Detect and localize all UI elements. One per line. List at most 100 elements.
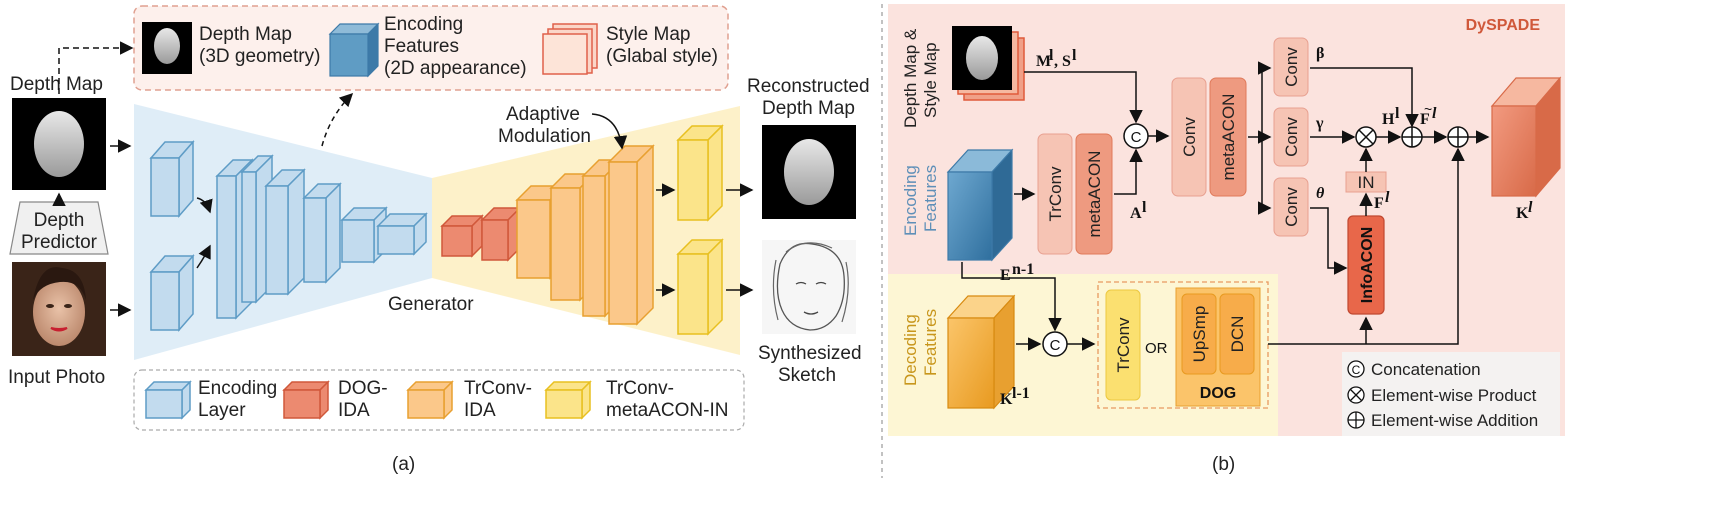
legend-encoding-features-label-2: Features xyxy=(384,36,459,57)
concat-circle-top: C xyxy=(1123,123,1149,149)
legend-depth-map-label: Depth Map xyxy=(199,24,292,45)
upsmp-label: UpSmp xyxy=(1190,306,1209,363)
caption-a: (a) xyxy=(392,454,415,475)
depth-map-image xyxy=(12,98,106,190)
addition-circle-1 xyxy=(1401,126,1423,148)
depth-style-map-label-2: Style Map xyxy=(921,42,940,118)
ms-label-2: , S xyxy=(1054,53,1071,70)
encoder-layer xyxy=(302,182,342,284)
decoding-features-label-2: Features xyxy=(921,309,940,376)
dog-ida-layer xyxy=(480,206,522,262)
legend-encoding-layer-cube xyxy=(144,380,192,420)
dyspade-title: DySPADE xyxy=(1466,17,1541,34)
metaacon-label-main: metaACON xyxy=(1219,94,1238,181)
f-label: F xyxy=(1374,195,1384,212)
a-label-sup: l xyxy=(1142,199,1147,216)
dcn-label: DCN xyxy=(1228,316,1247,353)
metaacon-block-encoding: metaACON xyxy=(1075,133,1113,255)
encoding-features-label: Encoding xyxy=(901,165,920,236)
trconv-ida-layer xyxy=(549,172,596,302)
legend-encoding-features-label: Encoding xyxy=(384,14,463,35)
reconstructed-depth-map-label-2: Depth Map xyxy=(762,98,855,119)
svg-text:Conv: Conv xyxy=(1282,47,1301,87)
generator-label: Generator xyxy=(388,294,474,315)
legend-encoding-features-cube xyxy=(328,22,380,78)
adaptive-modulation-label: Adaptive xyxy=(506,104,580,125)
encoder-layer xyxy=(264,168,306,296)
ms-label-sup: l xyxy=(1049,47,1054,64)
legend-concatenation: C Concatenation xyxy=(1347,360,1481,379)
encoder-layer xyxy=(149,140,195,218)
depth-style-map-stack xyxy=(952,26,1025,101)
decoding-features-label: Decoding xyxy=(901,314,920,386)
k-out-label: K xyxy=(1516,205,1529,222)
dashed-arrow-to-legend xyxy=(58,41,134,94)
f-tilde-label-sup: l xyxy=(1432,105,1437,122)
encoder-layer xyxy=(149,254,195,332)
svg-text:TrConv: TrConv xyxy=(1114,317,1133,373)
legend-trconv-ida-label: TrConv- xyxy=(464,378,532,399)
depth-style-map-label: Depth Map & xyxy=(901,28,920,128)
addition-circle-2 xyxy=(1447,126,1469,148)
reconstructed-depth-map-image xyxy=(762,125,856,219)
depth-predictor-label-2: Predictor xyxy=(21,232,98,253)
legend-encoding-layer-label-2: Layer xyxy=(198,400,246,421)
decoding-features-cube xyxy=(946,294,1016,410)
conv-block-main: Conv xyxy=(1171,77,1207,197)
input-photo-image xyxy=(12,262,106,356)
k-in-label: K xyxy=(1000,391,1013,408)
svg-text:IN: IN xyxy=(1358,173,1375,192)
legend-dog-ida-cube xyxy=(282,380,330,420)
conv-block-theta: Conv xyxy=(1273,177,1309,237)
trconv-metaacon-in-layer xyxy=(676,238,724,336)
output-k-cube xyxy=(1490,76,1562,198)
svg-text:InfoACON: InfoACON xyxy=(1359,227,1376,303)
f-tilde-label: F xyxy=(1420,111,1430,128)
legend-addition: Element-wise Addition xyxy=(1347,411,1538,430)
svg-text:Conv: Conv xyxy=(1282,117,1301,157)
k-in-label-sup: l-1 xyxy=(1012,385,1030,402)
trconv-metaacon-in-layer xyxy=(676,124,724,222)
svg-text:C: C xyxy=(1050,337,1061,354)
a-label: A xyxy=(1130,205,1142,222)
concat-circle-bottom: C xyxy=(1042,331,1068,357)
encoding-features-label-2: Features xyxy=(921,165,940,232)
dog-block: UpSmp DCN DOG xyxy=(1175,287,1261,407)
legend-depth-map-thumbnail xyxy=(142,22,192,74)
metaacon-block-main: metaACON xyxy=(1209,77,1247,197)
encoding-features-cube xyxy=(946,148,1014,262)
beta-label: β xyxy=(1316,45,1324,62)
legend-symbols-box xyxy=(1342,352,1560,436)
f-label-sup: l xyxy=(1385,189,1390,206)
dog-label: DOG xyxy=(1200,385,1236,402)
depth-predictor-label: Depth xyxy=(34,210,85,231)
legend-style-map-sublabel: (Glabal style) xyxy=(606,46,718,67)
or-label: OR xyxy=(1145,340,1168,357)
decoder-dog-ida-layers xyxy=(440,206,522,262)
legend-encoding-layer-label: Encoding xyxy=(198,378,277,399)
e-label-sup: n-1 xyxy=(1012,261,1034,278)
ida-options-box xyxy=(1097,281,1269,409)
e-label: E xyxy=(1000,267,1011,284)
legend-trconv-metaacon-in-cube xyxy=(544,380,592,420)
encoder-layer xyxy=(340,206,388,264)
infoacon-block: InfoACON xyxy=(1347,215,1385,315)
synthesized-sketch-label-2: Sketch xyxy=(778,365,836,386)
theta-label: θ xyxy=(1316,185,1325,202)
legend-encoding-features-sublabel: (2D appearance) xyxy=(384,58,527,79)
caption-b: (b) xyxy=(1212,454,1235,475)
legend-trconv-ida-label-2: IDA xyxy=(464,400,496,421)
trconv-ida-layer xyxy=(607,144,655,326)
svg-text:C: C xyxy=(1131,129,1142,146)
legend-dog-ida-label: DOG- xyxy=(338,378,388,399)
conv-label-main: Conv xyxy=(1180,117,1199,157)
legend-depth-map-sublabel: (3D geometry) xyxy=(199,46,320,67)
legend-trconv-metaacon-in-label: TrConv- xyxy=(606,378,674,399)
encoder-layers xyxy=(149,140,428,332)
trconv-block-decoding: TrConv xyxy=(1105,289,1141,401)
input-photo-label: Input Photo xyxy=(8,367,105,388)
decoder-trconv-ida-layers xyxy=(515,144,655,326)
depth-map-title: Depth Map xyxy=(10,74,103,95)
legend-product-label: Element-wise Product xyxy=(1371,386,1537,405)
encoder-layer xyxy=(376,212,428,256)
